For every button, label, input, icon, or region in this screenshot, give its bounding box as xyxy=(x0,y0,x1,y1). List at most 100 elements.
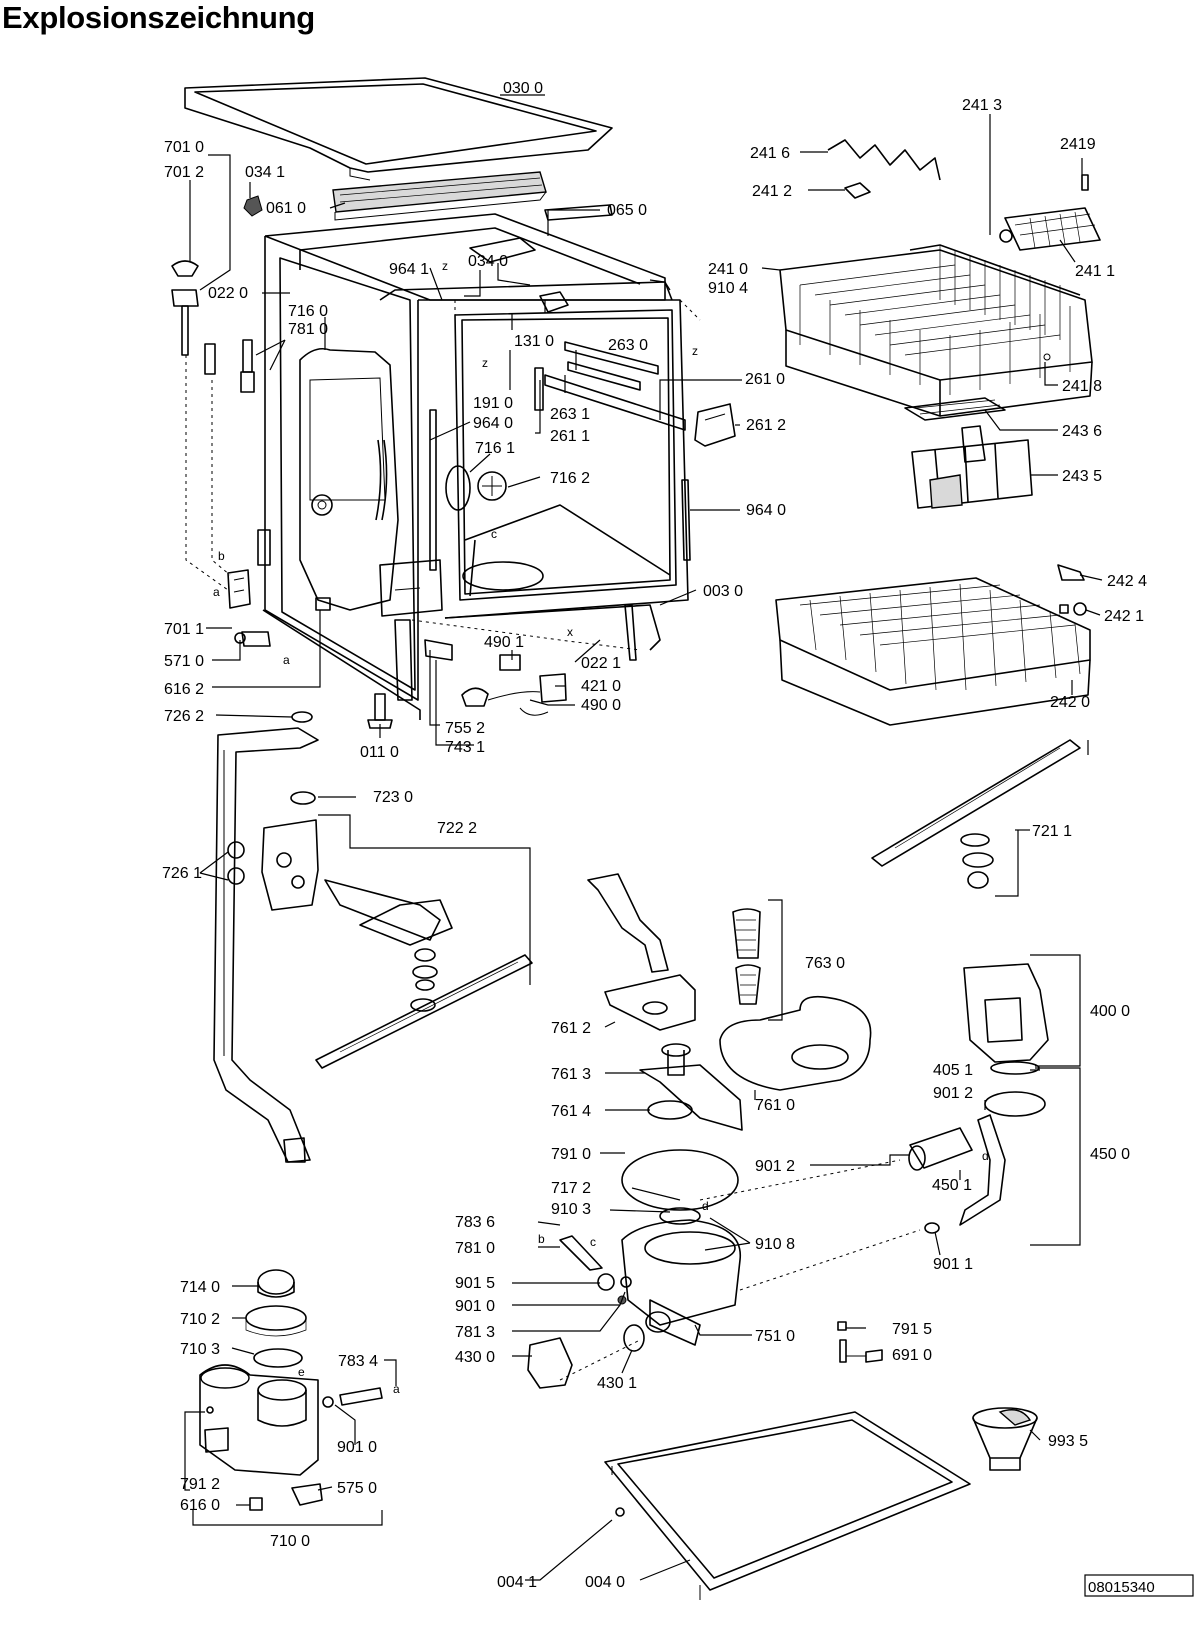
label-901-2-b: 901 2 xyxy=(755,1158,795,1175)
water-pipe-part xyxy=(213,727,319,1163)
marker-z: z xyxy=(442,259,448,273)
marker-d: d xyxy=(702,1199,709,1213)
reference-markers: z z z c x a a b b c d d e a xyxy=(213,259,989,1396)
left-fittings xyxy=(171,260,393,729)
marker-z: z xyxy=(692,344,698,358)
label-243-6: 243 6 xyxy=(1062,423,1102,440)
clip-034-1-part xyxy=(243,195,263,217)
label-241-6: 241 6 xyxy=(750,145,790,162)
marker-z: z xyxy=(482,356,488,370)
label-243-5: 243 5 xyxy=(1062,468,1102,485)
label-791-5: 791 5 xyxy=(892,1321,932,1338)
label-034-1: 034 1 xyxy=(245,164,285,181)
label-761-0: 761 0 xyxy=(755,1097,795,1114)
label-261-1: 261 1 xyxy=(550,428,590,445)
label-065-0: 065 0 xyxy=(607,202,647,219)
label-726-1: 726 1 xyxy=(162,865,202,882)
label-901-5: 901 5 xyxy=(455,1275,495,1292)
label-910-3: 910 3 xyxy=(551,1201,591,1218)
lower-basket-part xyxy=(775,564,1091,726)
marker-x: x xyxy=(567,625,573,639)
label-761-3: 761 3 xyxy=(551,1066,591,1083)
label-783-4: 783 4 xyxy=(338,1353,378,1370)
label-011-0: 011 0 xyxy=(360,744,399,761)
label-791-0: 791 0 xyxy=(551,1146,591,1163)
tub-body-part xyxy=(257,204,701,720)
label-781-3: 781 3 xyxy=(455,1324,495,1341)
label-710-0: 710 0 xyxy=(270,1533,310,1550)
label-022-1: 022 1 xyxy=(581,655,621,672)
label-901-1: 901 1 xyxy=(933,1256,973,1273)
label-191-0: 191 0 xyxy=(473,395,513,412)
pump-parts xyxy=(908,963,1049,1234)
label-061-0: 061 0 xyxy=(266,200,306,217)
label-004-0: 004 0 xyxy=(585,1574,625,1591)
label-964-0-a: 964 0 xyxy=(473,415,513,432)
label-743-1: 743 1 xyxy=(445,739,485,756)
label-691-0: 691 0 xyxy=(892,1347,932,1364)
label-575-0: 575 0 xyxy=(337,1480,377,1497)
label-701-1: 701 1 xyxy=(164,621,204,638)
electrical-parts xyxy=(461,654,567,716)
water-softener-part xyxy=(199,1269,383,1511)
label-450-1: 450 1 xyxy=(932,1177,972,1194)
label-242-4: 242 4 xyxy=(1107,573,1147,590)
label-761-4: 761 4 xyxy=(551,1103,591,1120)
part-drawings xyxy=(171,77,1101,1600)
marker-e: e xyxy=(298,1365,305,1379)
label-400-0: 400 0 xyxy=(1090,1003,1130,1020)
label-716-1: 716 1 xyxy=(475,440,515,457)
label-717-2: 717 2 xyxy=(551,1180,591,1197)
cutlery-basket-part xyxy=(904,397,1033,509)
label-964-1: 964 1 xyxy=(389,261,429,278)
label-616-2: 616 2 xyxy=(164,681,204,698)
base-plate-part xyxy=(604,1411,971,1600)
label-241-2: 241 2 xyxy=(752,183,792,200)
funnel-part xyxy=(972,1407,1038,1471)
label-022-0: 022 0 xyxy=(208,285,248,302)
label-726-2: 726 2 xyxy=(164,708,204,725)
basket-rail-parts xyxy=(827,139,1101,251)
label-783-6: 783 6 xyxy=(455,1214,495,1231)
label-003-0: 003 0 xyxy=(703,583,743,600)
label-261-0: 261 0 xyxy=(745,371,785,388)
sump-filter-parts xyxy=(587,873,872,1131)
label-781-0-upper: 781 0 xyxy=(288,321,328,338)
rail-parts xyxy=(534,341,736,447)
label-755-2: 755 2 xyxy=(445,720,485,737)
marker-a: a xyxy=(213,585,220,599)
label-263-1: 263 1 xyxy=(550,406,590,423)
label-450-0: 450 0 xyxy=(1090,1146,1130,1163)
label-004-1: 004 1 xyxy=(497,1574,537,1591)
label-716-2: 716 2 xyxy=(550,470,590,487)
label-901-0-a: 901 0 xyxy=(455,1298,495,1315)
label-616-0: 616 0 xyxy=(180,1497,220,1514)
marker-b: b xyxy=(538,1232,545,1246)
marker-d: d xyxy=(982,1149,989,1163)
drawing-number-text: 08015340 xyxy=(1088,1579,1155,1596)
label-701-0: 701 0 xyxy=(164,139,204,156)
label-030-0: 030 0 xyxy=(503,80,543,97)
label-710-2: 710 2 xyxy=(180,1311,220,1328)
label-910-8: 910 8 xyxy=(755,1236,795,1253)
worktop-part xyxy=(184,77,613,181)
label-571-0: 571 0 xyxy=(164,653,204,670)
label-751-0: 751 0 xyxy=(755,1328,795,1345)
marker-c: c xyxy=(491,527,497,541)
part-labels: 030 0 701 0 701 2 034 1 061 0 065 0 022 … xyxy=(162,80,1147,1591)
label-430-0: 430 0 xyxy=(455,1349,495,1366)
label-131-0: 131 0 xyxy=(514,333,554,350)
label-430-1: 430 1 xyxy=(597,1375,637,1392)
drawing-number: 08015340 xyxy=(1084,1574,1194,1597)
page-title: Explosionszeichnung xyxy=(2,0,315,35)
label-714-0: 714 0 xyxy=(180,1279,220,1296)
label-710-3: 710 3 xyxy=(180,1341,220,1358)
label-901-2-a: 901 2 xyxy=(933,1085,973,1102)
label-910-4: 910 4 xyxy=(708,280,748,297)
label-261-2: 261 2 xyxy=(746,417,786,434)
upper-spray-arm-part xyxy=(871,739,1089,897)
label-241-0: 241 0 xyxy=(708,261,748,278)
label-034-0: 034 0 xyxy=(468,253,508,270)
label-242-0: 242 0 xyxy=(1050,694,1090,711)
